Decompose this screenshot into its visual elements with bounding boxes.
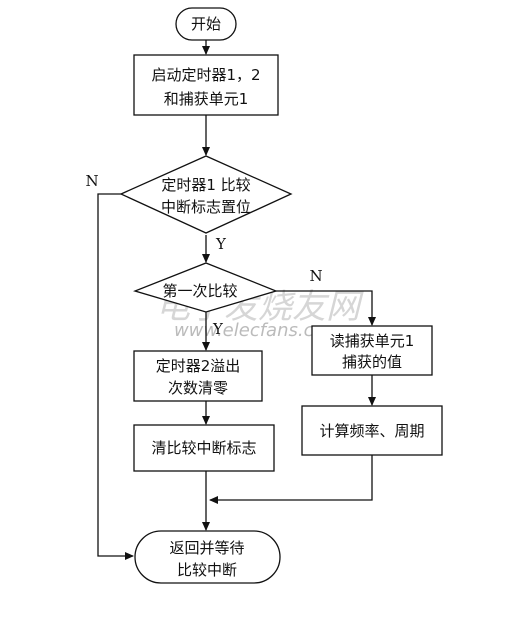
read-capture-label-line1: 读捕获单元1	[330, 332, 415, 350]
decision2-label: 第一次比较	[162, 282, 237, 300]
start-label: 开始	[191, 15, 221, 33]
edge-decision1-no	[97, 193, 134, 560]
clear-flag-box	[133, 424, 275, 472]
decision1-diamond	[119, 155, 293, 234]
read-capture-label-line2: 捕获的值	[342, 353, 402, 371]
end-label-line1: 返回并等待	[169, 539, 244, 557]
init-label-line2: 和捕获单元1	[164, 90, 249, 108]
calculate-box	[301, 405, 443, 456]
clear-overflow-label-line2: 次数清零	[168, 379, 228, 397]
end-label-line2: 比较中断	[177, 561, 237, 579]
decision2-yes-label: Y	[212, 320, 224, 338]
clear-overflow-label-line1: 定时器2溢出	[156, 357, 241, 375]
decision1-no-label: N	[85, 172, 98, 190]
start-terminal	[175, 7, 237, 41]
end-terminal	[134, 530, 281, 584]
edge-calc-to-merge	[209, 455, 373, 504]
decision1-label-line2: 中断标志置位	[161, 198, 251, 216]
decision2-no-label: N	[309, 267, 322, 285]
clear-overflow-box	[133, 350, 263, 402]
calculate-label: 计算频率、周期	[319, 422, 424, 440]
init-label-line1: 启动定时器1，2	[151, 66, 260, 84]
init-process-box	[133, 54, 279, 116]
decision1-label-line1: 定时器1 比较	[161, 176, 250, 194]
watermark-url: www.elecfans.com	[174, 320, 342, 341]
edge-decision2-no	[276, 290, 376, 326]
decision1-yes-label: Y	[215, 235, 227, 253]
clear-flag-label: 清比较中断标志	[151, 439, 256, 457]
decision2-diamond	[133, 262, 278, 313]
read-capture-box	[311, 325, 433, 376]
